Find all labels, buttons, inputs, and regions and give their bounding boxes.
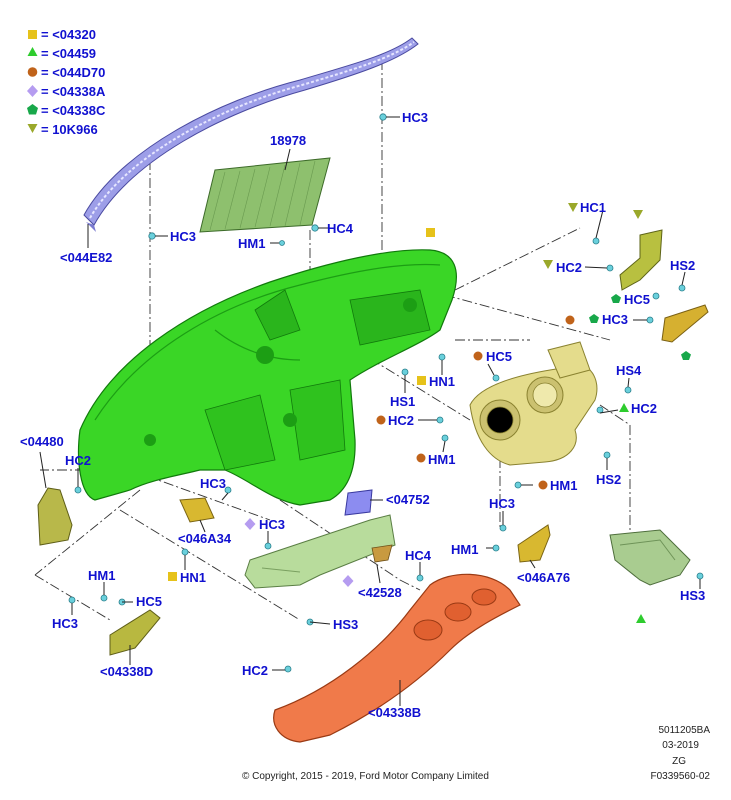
label-hc3-lower-mid: HC3 [489,496,515,511]
label-hc2-right-top: HC2 [556,260,582,275]
triangle-down-symbol [568,203,578,212]
label-hm1-mid: HM1 [428,452,455,467]
circle-symbol [538,480,548,490]
circle-symbol [473,351,483,361]
callout-labels: HC3 18978 HC3 HM1 HC4 <044E82 HC1 HC2 HS… [20,110,705,720]
label-hs3-right: HS3 [680,588,705,603]
legend-text-3: = <044D70 [41,65,105,80]
left-yellow-bracket-part [179,497,215,523]
footer-code-3: ZG [672,756,686,767]
label-hm1-top: HM1 [238,236,265,251]
label-hc5-right: HC5 [624,292,650,307]
footer: © Copyright, 2015 - 2019, Ford Motor Com… [242,725,710,782]
label-hc5-mid: HC5 [486,349,512,364]
label-hs2-mid: HS2 [596,472,621,487]
legend-triangle-down-icon [27,124,38,133]
triangle-down-symbol [633,210,643,219]
legend-text-1: = <04320 [41,27,96,42]
label-hc1: HC1 [580,200,606,215]
triangle-up-symbol [619,403,629,412]
pentagon-symbol [589,314,599,323]
label-hc2-mid-right: HC2 [631,401,657,416]
label-hs1: HS1 [390,394,415,409]
label-hm1-mid-right: HM1 [550,478,577,493]
circle-symbol [376,415,386,425]
label-hc2-mid: HC2 [388,413,414,428]
label-hc2-left: HC2 [65,453,91,468]
legend-text-2: = <04459 [41,46,96,61]
footer-code-1: 5011205BA [658,725,710,736]
circle-symbol [416,453,426,463]
label-hc3-center-left: HC3 [200,476,226,491]
label-42528: <42528 [358,585,402,600]
lower-trim-panel-part [273,573,521,743]
right-upper-bracket-part [619,229,709,343]
label-04480: <04480 [20,434,64,449]
cluster-housing-part [469,341,598,466]
legend-diamond-icon [27,85,38,97]
label-hc3-center: HC3 [259,517,285,532]
leader-lines [39,116,701,706]
label-hm1-lower-mid: HM1 [451,542,478,557]
right-lower-panel-part [609,529,691,586]
left-end-cap-part [37,487,73,546]
label-044e82: <044E82 [60,250,112,265]
footer-code-2: 03-2019 [662,740,699,751]
diamond-symbol [244,518,256,530]
label-046a34: <046A34 [178,531,232,546]
diamond-symbol [342,575,354,587]
label-hc3-lower-left: HC3 [52,616,78,631]
legend-triangle-up-icon [27,47,38,56]
small-purple-panel-part [344,489,373,516]
instrument-panel-main-part [77,249,457,506]
label-04338d: <04338D [100,664,153,679]
legend-pentagon-icon [27,104,38,115]
square-symbol [426,228,435,237]
label-hm1-lower-left: HM1 [88,568,115,583]
legend: = <04320 = <04459 = <044D70 = <04338A = … [27,27,106,137]
label-hc3-right: HC3 [602,312,628,327]
square-symbol [168,572,177,581]
label-18978: 18978 [270,133,306,148]
label-hc4-lower: HC4 [405,548,432,563]
label-hs3-center: HS3 [333,617,358,632]
footer-copyright: © Copyright, 2015 - 2019, Ford Motor Com… [242,771,489,782]
triangle-down-symbol [543,260,553,269]
footer-code-4: F0339560-02 [651,771,711,782]
legend-text-6: = 10K966 [41,122,98,137]
label-hn1-mid: HN1 [429,374,455,389]
label-hc3-left-top: HC3 [170,229,196,244]
label-hs4: HS4 [616,363,642,378]
label-hc3-top: HC3 [402,110,428,125]
label-hc5-lower-left: HC5 [136,594,162,609]
legend-text-4: = <04338A [41,84,106,99]
lower-center-panel-part [244,514,396,589]
pentagon-symbol [611,294,621,303]
legend-square-icon [28,30,37,39]
pentagon-symbol [681,351,691,360]
fastener-clips [68,113,704,673]
triangle-up-symbol [636,614,646,623]
legend-circle-icon [27,67,38,77]
right-yellow-bracket-part [517,524,551,563]
label-hc2-bottom: HC2 [242,663,268,678]
legend-text-5: = <04338C [41,103,106,118]
label-hc4-top: HC4 [327,221,354,236]
speaker-grille-part [199,157,331,233]
label-04752: <04752 [386,492,430,507]
label-hs2-right-top: HS2 [670,258,695,273]
label-hn1-lower: HN1 [180,570,206,585]
left-lower-bracket-part [109,609,161,656]
label-046a76: <046A76 [517,570,570,585]
part-symbols [168,203,691,623]
label-04338b: <04338B [368,705,421,720]
square-symbol [417,376,426,385]
circle-symbol [565,315,575,325]
